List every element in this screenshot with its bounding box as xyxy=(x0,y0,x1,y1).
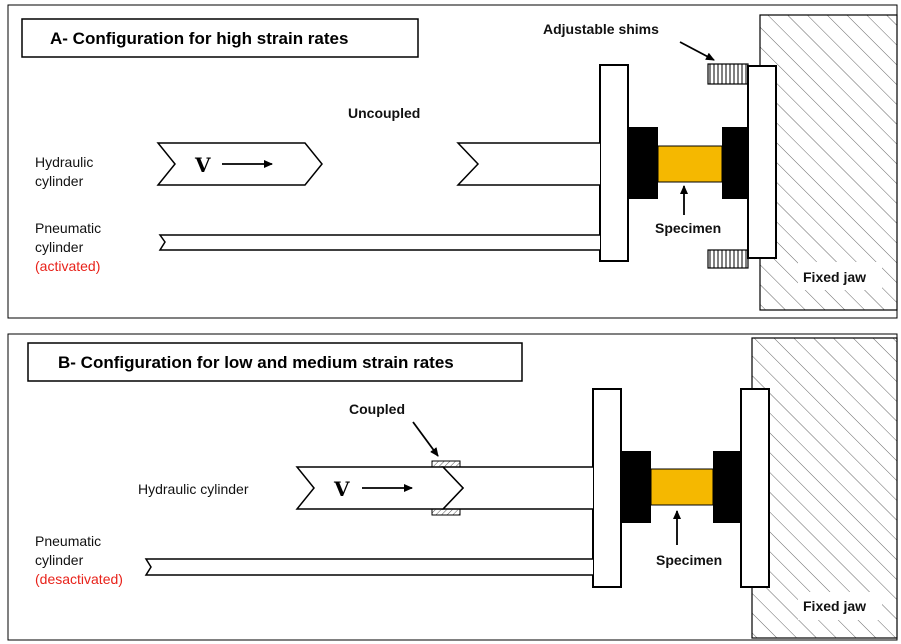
pneumatic-a-state: (activated) xyxy=(35,258,100,274)
coupled-arrow xyxy=(412,421,439,457)
hydraulic-b-label: Hydraulic cylinder xyxy=(138,481,249,497)
pneumatic-cylinder-a xyxy=(158,234,600,251)
fixed-jaw-a-label: Fixed jaw xyxy=(803,269,866,285)
shims-label: Adjustable shims xyxy=(543,21,659,37)
panel-b-title-box xyxy=(27,342,523,382)
shim-top-a xyxy=(707,63,749,85)
rod-a xyxy=(456,142,600,186)
hydraulic-a-label-1: Hydraulic xyxy=(35,154,93,170)
pneumatic-b-label-1: Pneumatic xyxy=(35,533,101,549)
moving-plate-a xyxy=(599,64,629,262)
pneumatic-a-label-2: cylinder xyxy=(35,239,84,255)
panel-b: B- Configuration for low and medium stra… xyxy=(7,333,898,641)
hydraulic-a-velocity: V xyxy=(194,153,211,177)
fixed-plate-a xyxy=(747,65,777,259)
fixed-jaw-b xyxy=(751,337,898,639)
panel-a: A- Configuration for high strain rates F… xyxy=(7,4,898,319)
panel-a-title-box xyxy=(21,18,419,58)
hydraulic-b-velocity: V xyxy=(333,477,350,501)
fixed-plate-b xyxy=(740,388,770,588)
hydraulic-a-label-2: cylinder xyxy=(35,173,84,189)
coupling-collar-top xyxy=(431,460,461,468)
moving-plate-b xyxy=(592,388,622,588)
panel-a-title: A- Configuration for high strain rates xyxy=(50,29,348,48)
specimen-b xyxy=(650,468,714,506)
uncoupled-label: Uncoupled xyxy=(348,105,420,121)
grip-left-b xyxy=(621,451,651,523)
grip-right-b xyxy=(713,451,742,523)
coupling-collar-bottom xyxy=(431,508,461,516)
pneumatic-a-label-1: Pneumatic xyxy=(35,220,101,236)
specimen-b-label: Specimen xyxy=(656,552,722,568)
specimen-a-label: Specimen xyxy=(655,220,721,236)
rod-b xyxy=(441,466,593,510)
panel-b-title: B- Configuration for low and medium stra… xyxy=(58,353,454,372)
shim-bottom-a xyxy=(707,249,749,269)
grip-left-a xyxy=(628,127,658,199)
pneumatic-b-state: (desactivated) xyxy=(35,571,123,587)
shims-arrow xyxy=(679,41,715,61)
fixed-jaw-a xyxy=(759,14,898,311)
fixed-jaw-b-label: Fixed jaw xyxy=(803,598,866,614)
pneumatic-b-label-2: cylinder xyxy=(35,552,84,568)
pneumatic-cylinder-b xyxy=(144,558,593,576)
coupled-label: Coupled xyxy=(349,401,405,417)
grip-right-a xyxy=(722,127,749,199)
specimen-a xyxy=(657,145,723,183)
